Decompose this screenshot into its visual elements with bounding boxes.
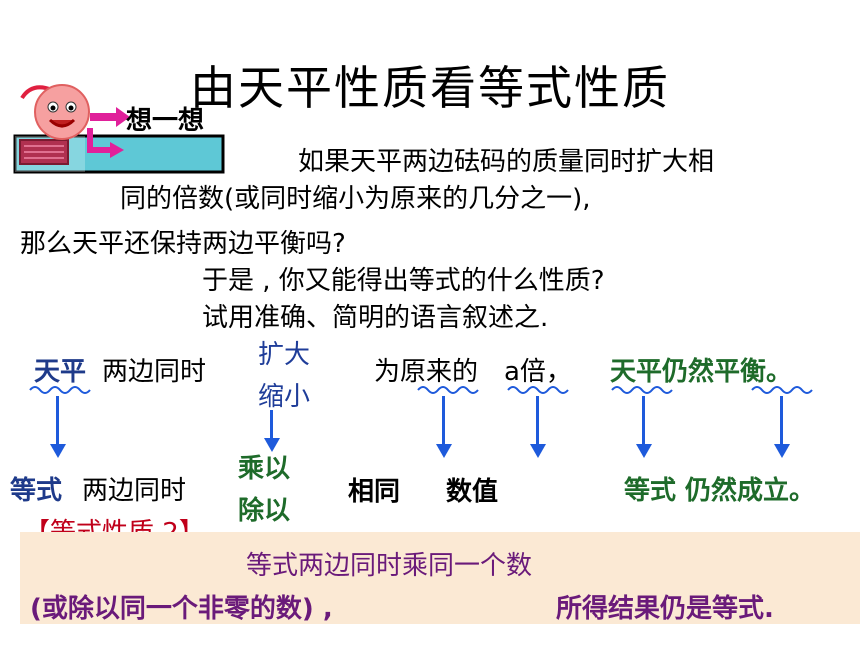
same-label: 相同 bbox=[348, 477, 401, 507]
a-times-label: a倍， bbox=[504, 357, 572, 387]
property-line-2-right: 所得结果仍是等式. bbox=[556, 594, 774, 624]
intro-line-1: 如果天平两边砝码的质量同时扩大相 bbox=[298, 147, 715, 177]
wavy-underline-2 bbox=[417, 386, 479, 394]
think-label: 想一想 bbox=[126, 106, 205, 136]
intro-line-4: 于是 , 你又能得出等式的什么性质? bbox=[202, 266, 605, 296]
smiley-face-icon bbox=[13, 84, 225, 174]
intro-line-5: 试用准确、简明的语言叙述之. bbox=[202, 303, 549, 333]
wavy-underline-1 bbox=[29, 386, 91, 394]
mascot-graphic bbox=[12, 80, 227, 176]
property-line-1: 等式两边同时乘同一个数 bbox=[246, 551, 533, 581]
value-label: 数值 bbox=[446, 477, 499, 507]
wavy-underline-3 bbox=[507, 386, 569, 394]
equation-subject: 等式 bbox=[10, 476, 63, 506]
property-box bbox=[20, 532, 860, 624]
intro-line-2: 同的倍数(或同时缩小为原来的几分之一), bbox=[120, 184, 591, 214]
property-line-2-left: (或除以同一个非零的数) , bbox=[30, 594, 333, 624]
expand-label: 扩大 bbox=[258, 340, 311, 370]
divide-label: 除以 bbox=[238, 496, 291, 526]
intro-line-3: 那么天平还保持两边平衡吗? bbox=[20, 229, 346, 259]
shrink-label: 缩小 bbox=[258, 382, 311, 412]
balance-subject: 天平 bbox=[34, 357, 87, 387]
wavy-underline-4 bbox=[611, 386, 673, 394]
equation-result: 等式 仍然成立。 bbox=[624, 476, 816, 506]
page-title: 由天平性质看等式性质 bbox=[190, 61, 670, 115]
equation-both-sides: 两边同时 bbox=[82, 476, 187, 506]
balance-result: 天平仍然平衡。 bbox=[610, 357, 793, 387]
balance-both-sides: 两边同时 bbox=[102, 357, 207, 387]
multiply-label: 乘以 bbox=[238, 454, 291, 484]
wavy-underline-5 bbox=[751, 386, 813, 394]
to-original-label: 为原来的 bbox=[374, 357, 479, 387]
